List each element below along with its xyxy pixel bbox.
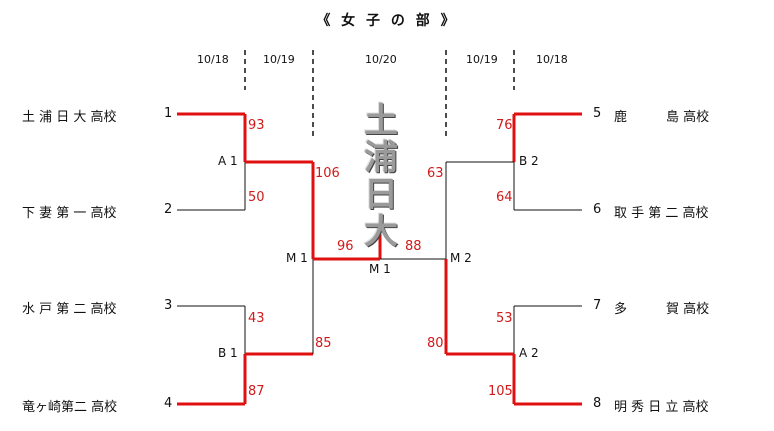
team-right-7: 多 賀 高校 [614,298,709,317]
champion-char: 日 [364,175,398,215]
team-name: 下 妻 第 一 高校 [22,206,117,221]
team-name: 水 戸 第 二 高校 [22,302,117,317]
team-name: 竜ヶ崎第二 高校 [22,400,118,415]
score-a1-semi: 106 [315,166,340,181]
team-seed: 3 [164,298,173,313]
team-right-8: 明 秀 日 立 高校 [614,396,709,415]
score-team7: 53 [496,311,513,326]
team-seed: 7 [593,298,602,313]
team-seed: 6 [593,202,602,217]
team-left-4: 竜ヶ崎第二 高校 [22,396,117,415]
team-name: 多 賀 高校 [614,302,710,317]
champion-char: 大 [364,212,398,252]
champion-name: 土 浦 日 大 [357,103,405,251]
score-team3: 43 [248,311,265,326]
score-team5: 76 [496,118,513,133]
team-seed: 4 [164,396,173,411]
score-final-right: 88 [405,239,422,254]
score-team1: 93 [248,118,265,133]
score-team6: 64 [496,190,513,205]
team-right-6: 取 手 第 二 高校 [614,202,709,221]
score-a2-semi: 80 [427,336,444,351]
score-b1-semi: 85 [315,336,332,351]
champion-char: 土 [364,101,398,141]
team-right-5: 鹿 島 高校 [614,106,709,125]
score-final-left: 96 [337,239,354,254]
team-seed: 2 [164,202,173,217]
team-left-1: 土 浦 日 大 高校 [22,106,117,125]
score-b2-semi: 63 [427,166,444,181]
date-label-r2-right: 10/19 [466,53,498,66]
node-m2: M 2 [450,251,472,265]
date-label-final: 10/20 [365,53,397,66]
team-seed: 5 [593,106,602,121]
team-name: 取 手 第 二 高校 [614,206,709,221]
team-left-3: 水 戸 第 二 高校 [22,298,117,317]
date-label-r1-left: 10/18 [197,53,229,66]
node-a2: A 2 [519,346,539,360]
date-label-r1-right: 10/18 [536,53,568,66]
team-name: 鹿 島 高校 [614,110,710,125]
node-m1-center: M 1 [369,262,391,276]
champion-char: 浦 [364,138,398,178]
bracket-title: 《 女 子 の 部 》 [316,13,458,29]
score-team4: 87 [248,384,265,399]
team-name: 明 秀 日 立 高校 [614,400,709,415]
team-left-2: 下 妻 第 一 高校 [22,202,117,221]
node-a1: A 1 [218,154,238,168]
score-team2: 50 [248,190,265,205]
team-seed: 1 [164,106,173,121]
node-b2: B 2 [519,154,539,168]
team-name: 土 浦 日 大 高校 [22,110,117,125]
score-team8: 105 [488,384,513,399]
node-b1: B 1 [218,346,238,360]
node-m1-left: M 1 [286,251,308,265]
date-label-r2-left: 10/19 [263,53,295,66]
team-seed: 8 [593,396,602,411]
